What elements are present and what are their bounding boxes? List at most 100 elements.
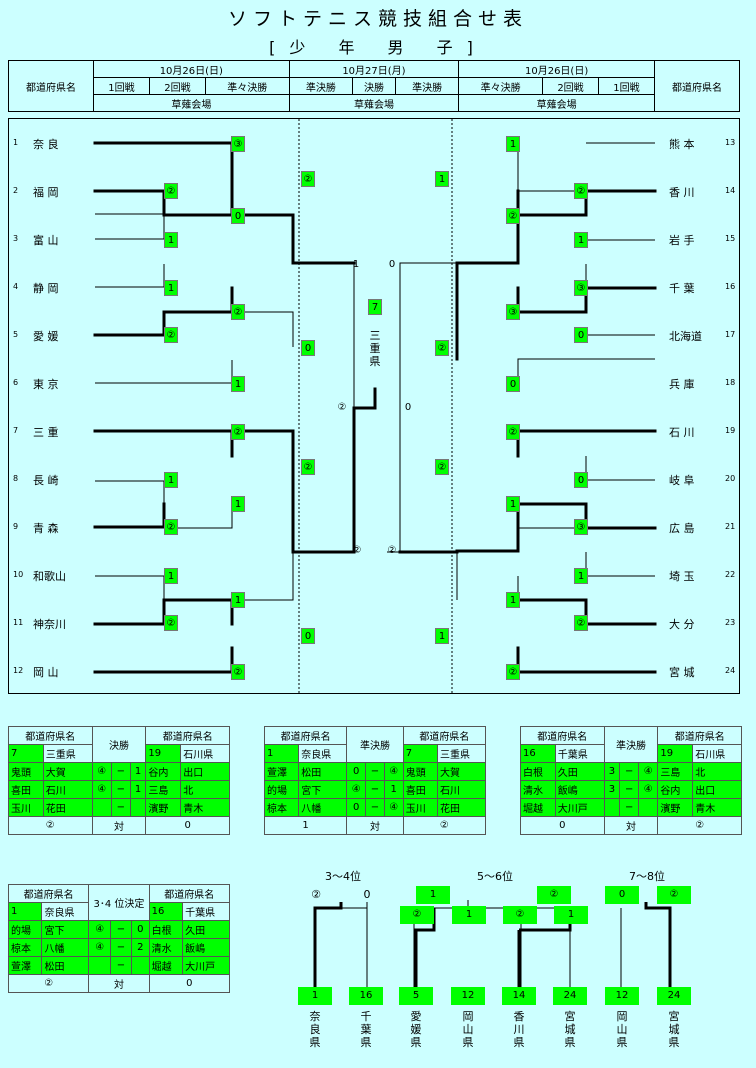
score-box: 0 bbox=[574, 327, 588, 343]
bracket-header: 都道府県名 10月26日(日) 10月27日(月) 10月26日(日) 都道府県… bbox=[8, 60, 740, 112]
round-header: 決勝 bbox=[91, 726, 147, 763]
placement-team-name: 千葉県 bbox=[360, 1010, 372, 1049]
team-no: 3 bbox=[13, 234, 19, 243]
team-no: 2 bbox=[13, 186, 19, 195]
score-box: ② bbox=[435, 340, 449, 356]
header-left-date: 10月26日(日) bbox=[93, 60, 290, 78]
place-3-4-label: 3〜4位 bbox=[325, 870, 361, 883]
round-header: 準決勝 bbox=[346, 726, 404, 763]
player: 八幡 bbox=[41, 938, 90, 957]
team-no: 20 bbox=[725, 474, 736, 483]
team-name: 神奈川 bbox=[33, 618, 66, 631]
round-header: 3･4 位決定 bbox=[88, 884, 150, 921]
team-total: 0 bbox=[145, 816, 230, 835]
placement-team-name: 岡山県 bbox=[616, 1010, 628, 1049]
team-name: 大 分 bbox=[669, 618, 695, 631]
team-name: 静 岡 bbox=[33, 282, 59, 295]
set-score: 0 bbox=[346, 798, 367, 817]
team-no: 9 bbox=[13, 522, 19, 531]
champion-no: 7 bbox=[368, 299, 382, 315]
team-total: ② bbox=[8, 816, 93, 835]
team-no: 7 bbox=[13, 426, 19, 435]
score-box: 0 bbox=[231, 208, 245, 224]
team-name: 千 葉 bbox=[669, 282, 695, 295]
score-box: 0 bbox=[574, 472, 588, 488]
set-score: 1 bbox=[129, 780, 147, 799]
team-name: 埼 玉 bbox=[669, 570, 695, 583]
header-round1-right: 1回戦 bbox=[597, 77, 656, 95]
score-box: 1 bbox=[164, 568, 178, 584]
score-box: ② bbox=[506, 208, 520, 224]
col-header: 都道府県名 bbox=[148, 884, 231, 903]
team-no: 17 bbox=[725, 330, 736, 339]
player: 花田 bbox=[436, 798, 487, 817]
player: 三島 bbox=[145, 780, 182, 799]
score-box: 1 bbox=[164, 280, 178, 296]
player: 鬼頭 bbox=[402, 762, 438, 781]
header-pref-right: 都道府県名 bbox=[654, 60, 740, 112]
team-no: 6 bbox=[13, 378, 19, 387]
player: 白根 bbox=[148, 920, 184, 939]
header-quarter-left: 準々決勝 bbox=[204, 77, 290, 95]
player: 清水 bbox=[520, 780, 556, 799]
score-value: ② bbox=[311, 888, 321, 901]
final-score-right: 0 bbox=[404, 402, 412, 413]
header-center-date: 10月27日(月) bbox=[288, 60, 460, 78]
team-no: 19 bbox=[725, 426, 736, 435]
set-score: 1 bbox=[129, 762, 147, 781]
score-box: ③ bbox=[231, 136, 245, 152]
player: 堀越 bbox=[148, 956, 184, 975]
player: 濱野 bbox=[145, 798, 182, 817]
score-box: 1 bbox=[435, 628, 449, 644]
score-box: ② bbox=[231, 424, 245, 440]
team-total: ② bbox=[7, 974, 90, 993]
player: 大川戸 bbox=[554, 798, 605, 817]
score-box: 1 bbox=[506, 592, 520, 608]
score-box: ② bbox=[574, 183, 588, 199]
score-box: ② bbox=[231, 664, 245, 680]
team-name: 愛 媛 bbox=[33, 330, 59, 343]
placement-team-name: 愛媛県 bbox=[410, 1010, 422, 1049]
team-name: 岩 手 bbox=[669, 234, 695, 247]
tournament-bracket: 1 奈 良 2 福 岡 3 富 山 4 静 岡 5 愛 媛 6 東 京 7 三 … bbox=[8, 118, 740, 695]
score-box: ② bbox=[164, 327, 178, 343]
set-score: 3 bbox=[603, 780, 621, 799]
set-score: ④ bbox=[383, 798, 404, 817]
player: 谷内 bbox=[657, 780, 694, 799]
player: 八幡 bbox=[298, 798, 348, 817]
score-box: ② bbox=[164, 615, 178, 631]
vs-label: 対 bbox=[603, 816, 659, 835]
col-header: 都道府県名 bbox=[145, 726, 230, 745]
team-name: 岡 山 bbox=[33, 666, 59, 679]
placement-team-no: 12 bbox=[451, 987, 485, 1005]
player: 鬼頭 bbox=[8, 762, 44, 781]
score-box: 0 bbox=[605, 886, 639, 904]
score-box: ② bbox=[574, 615, 588, 631]
player: 石川 bbox=[42, 780, 93, 799]
player: 白根 bbox=[520, 762, 556, 781]
score-box: ② bbox=[400, 906, 434, 924]
col-header: 都道府県名 bbox=[520, 726, 605, 745]
player: 大川戸 bbox=[182, 956, 230, 975]
team-name: 三重県 bbox=[436, 744, 487, 763]
placement-team-no: 12 bbox=[605, 987, 639, 1005]
bracket-lines bbox=[93, 119, 657, 695]
team-name: 奈良県 bbox=[298, 744, 348, 763]
score-box: ② bbox=[435, 459, 449, 475]
col-header: 都道府県名 bbox=[263, 726, 348, 745]
team-no: 19 bbox=[145, 744, 182, 763]
placement-team-name: 香川県 bbox=[513, 1010, 525, 1049]
team-name: 熊 本 bbox=[669, 138, 695, 151]
player: 大賀 bbox=[436, 762, 487, 781]
player: 大賀 bbox=[42, 762, 93, 781]
vs-label: 対 bbox=[91, 816, 147, 835]
player: 的場 bbox=[7, 920, 43, 939]
score-box: 1 bbox=[574, 232, 588, 248]
score-box: ③ bbox=[574, 280, 588, 296]
vs-label: 対 bbox=[88, 974, 150, 993]
player: 青木 bbox=[692, 798, 742, 817]
set-score: ④ bbox=[88, 920, 112, 939]
team-name: 東 京 bbox=[33, 378, 59, 391]
